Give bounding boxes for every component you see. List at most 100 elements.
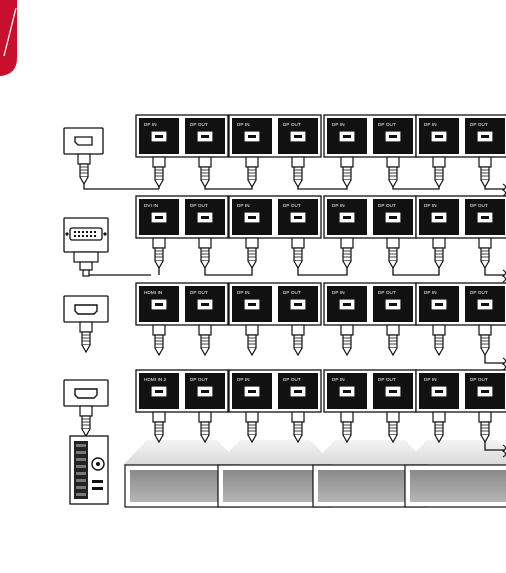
- cable-break-icon: [501, 269, 506, 283]
- port-label: DP OUT: [378, 290, 396, 295]
- output-port: DP OUT: [278, 373, 318, 409]
- source-plug: [73, 251, 99, 277]
- input-port: HDMI IN: [139, 286, 179, 322]
- port-label: DP OUT: [190, 377, 208, 382]
- output-port: DP OUT: [373, 373, 413, 409]
- input-port: DP IN: [419, 199, 459, 235]
- port-plug: [432, 156, 446, 189]
- port-label: DP OUT: [470, 377, 488, 382]
- input-port: DP IN: [327, 118, 367, 154]
- sources-layer: [63, 127, 109, 438]
- input-port: DP IN: [419, 373, 459, 409]
- monitor-port-panel: DP IN DP OUT: [135, 114, 229, 158]
- monitor-port-panel: DP IN DP OUT: [415, 195, 506, 239]
- port-plug: [432, 237, 446, 270]
- port-plug: [245, 237, 259, 270]
- cable: [392, 187, 440, 190]
- displayport-connector-icon: [63, 127, 104, 155]
- port-plug: [291, 237, 305, 270]
- monitor-port-panel: DP IN DP OUT: [228, 114, 322, 158]
- monitor-port-panel: DP IN DP OUT: [228, 195, 322, 239]
- port-plug: [198, 324, 212, 357]
- cable: [297, 187, 348, 190]
- monitor-port-panel: DVI IN DP OUT: [135, 195, 229, 239]
- port-label: DP IN: [424, 203, 437, 208]
- monitor-screen-icon: [404, 464, 506, 508]
- source-plug: [77, 153, 91, 186]
- input-port: DP IN: [419, 286, 459, 322]
- cable: [83, 184, 159, 190]
- projection-beam: [123, 440, 241, 465]
- port-label: DP IN: [237, 203, 250, 208]
- port-label: DP IN: [237, 377, 250, 382]
- port-plug: [478, 324, 492, 357]
- projection-beams: [123, 440, 506, 465]
- port-label: DP OUT: [190, 203, 208, 208]
- port-label: DP OUT: [378, 377, 396, 382]
- cable-break-icon: [501, 444, 506, 458]
- port-label: DP IN: [424, 377, 437, 382]
- port-plug: [152, 324, 166, 357]
- cable: [484, 442, 505, 451]
- projection-beam: [311, 440, 429, 465]
- port-label: DP IN: [144, 122, 157, 127]
- port-label: DP OUT: [190, 290, 208, 295]
- output-port: DP OUT: [373, 118, 413, 154]
- monitor-port-panel: DP IN DP OUT: [323, 114, 417, 158]
- output-port: DP OUT: [465, 286, 505, 322]
- port-plug: [478, 156, 492, 189]
- port-plug: [478, 237, 492, 270]
- output-port: DP OUT: [278, 286, 318, 322]
- port-plug: [386, 156, 400, 189]
- input-port: DVI IN: [139, 199, 179, 235]
- port-plug: [432, 324, 446, 357]
- hdmi-connector-icon: [63, 295, 109, 323]
- input-port: DP IN: [232, 373, 272, 409]
- source-plug: [79, 321, 93, 354]
- port-plug: [432, 411, 446, 444]
- cable: [484, 355, 505, 364]
- dvi-connector-icon: [63, 217, 109, 253]
- input-port: DP IN: [327, 373, 367, 409]
- input-port: HDMI IN 2: [139, 373, 179, 409]
- port-plug: [198, 156, 212, 189]
- output-port: DP OUT: [185, 118, 225, 154]
- output-port: DP OUT: [465, 199, 505, 235]
- port-label: DP IN: [332, 290, 345, 295]
- source-plug: [79, 405, 93, 438]
- output-port: DP OUT: [278, 199, 318, 235]
- output-port: DP OUT: [185, 286, 225, 322]
- monitor-port-panel: DP IN DP OUT: [415, 369, 506, 413]
- cable: [204, 187, 253, 190]
- port-label: DP IN: [424, 122, 437, 127]
- port-plug: [198, 411, 212, 444]
- port-label: DP IN: [332, 203, 345, 208]
- input-port: DP IN: [232, 118, 272, 154]
- port-plug: [152, 411, 166, 444]
- port-label: DP IN: [332, 122, 345, 127]
- output-port: DP OUT: [185, 373, 225, 409]
- cable: [204, 268, 253, 276]
- port-label: DP IN: [237, 290, 250, 295]
- cable-break-icon: [501, 357, 506, 371]
- projection-beam: [403, 440, 506, 465]
- port-plug: [245, 324, 259, 357]
- projection-beam: [216, 440, 334, 465]
- input-port: DP IN: [327, 286, 367, 322]
- port-label: DP IN: [332, 377, 345, 382]
- input-port: DP IN: [419, 118, 459, 154]
- port-label: HDMI IN: [144, 290, 162, 295]
- port-plug: [340, 324, 354, 357]
- output-port: DP OUT: [465, 373, 505, 409]
- port-plug: [152, 156, 166, 189]
- port-plug: [152, 237, 166, 270]
- port-label: DVI IN: [144, 203, 158, 208]
- port-label: DP OUT: [283, 122, 301, 127]
- port-plug: [245, 156, 259, 189]
- port-label: DP OUT: [470, 122, 488, 127]
- port-label: DP OUT: [283, 203, 301, 208]
- monitor-port-panel: HDMI IN 2 DP OUT: [135, 369, 229, 413]
- port-label: DP IN: [237, 122, 250, 127]
